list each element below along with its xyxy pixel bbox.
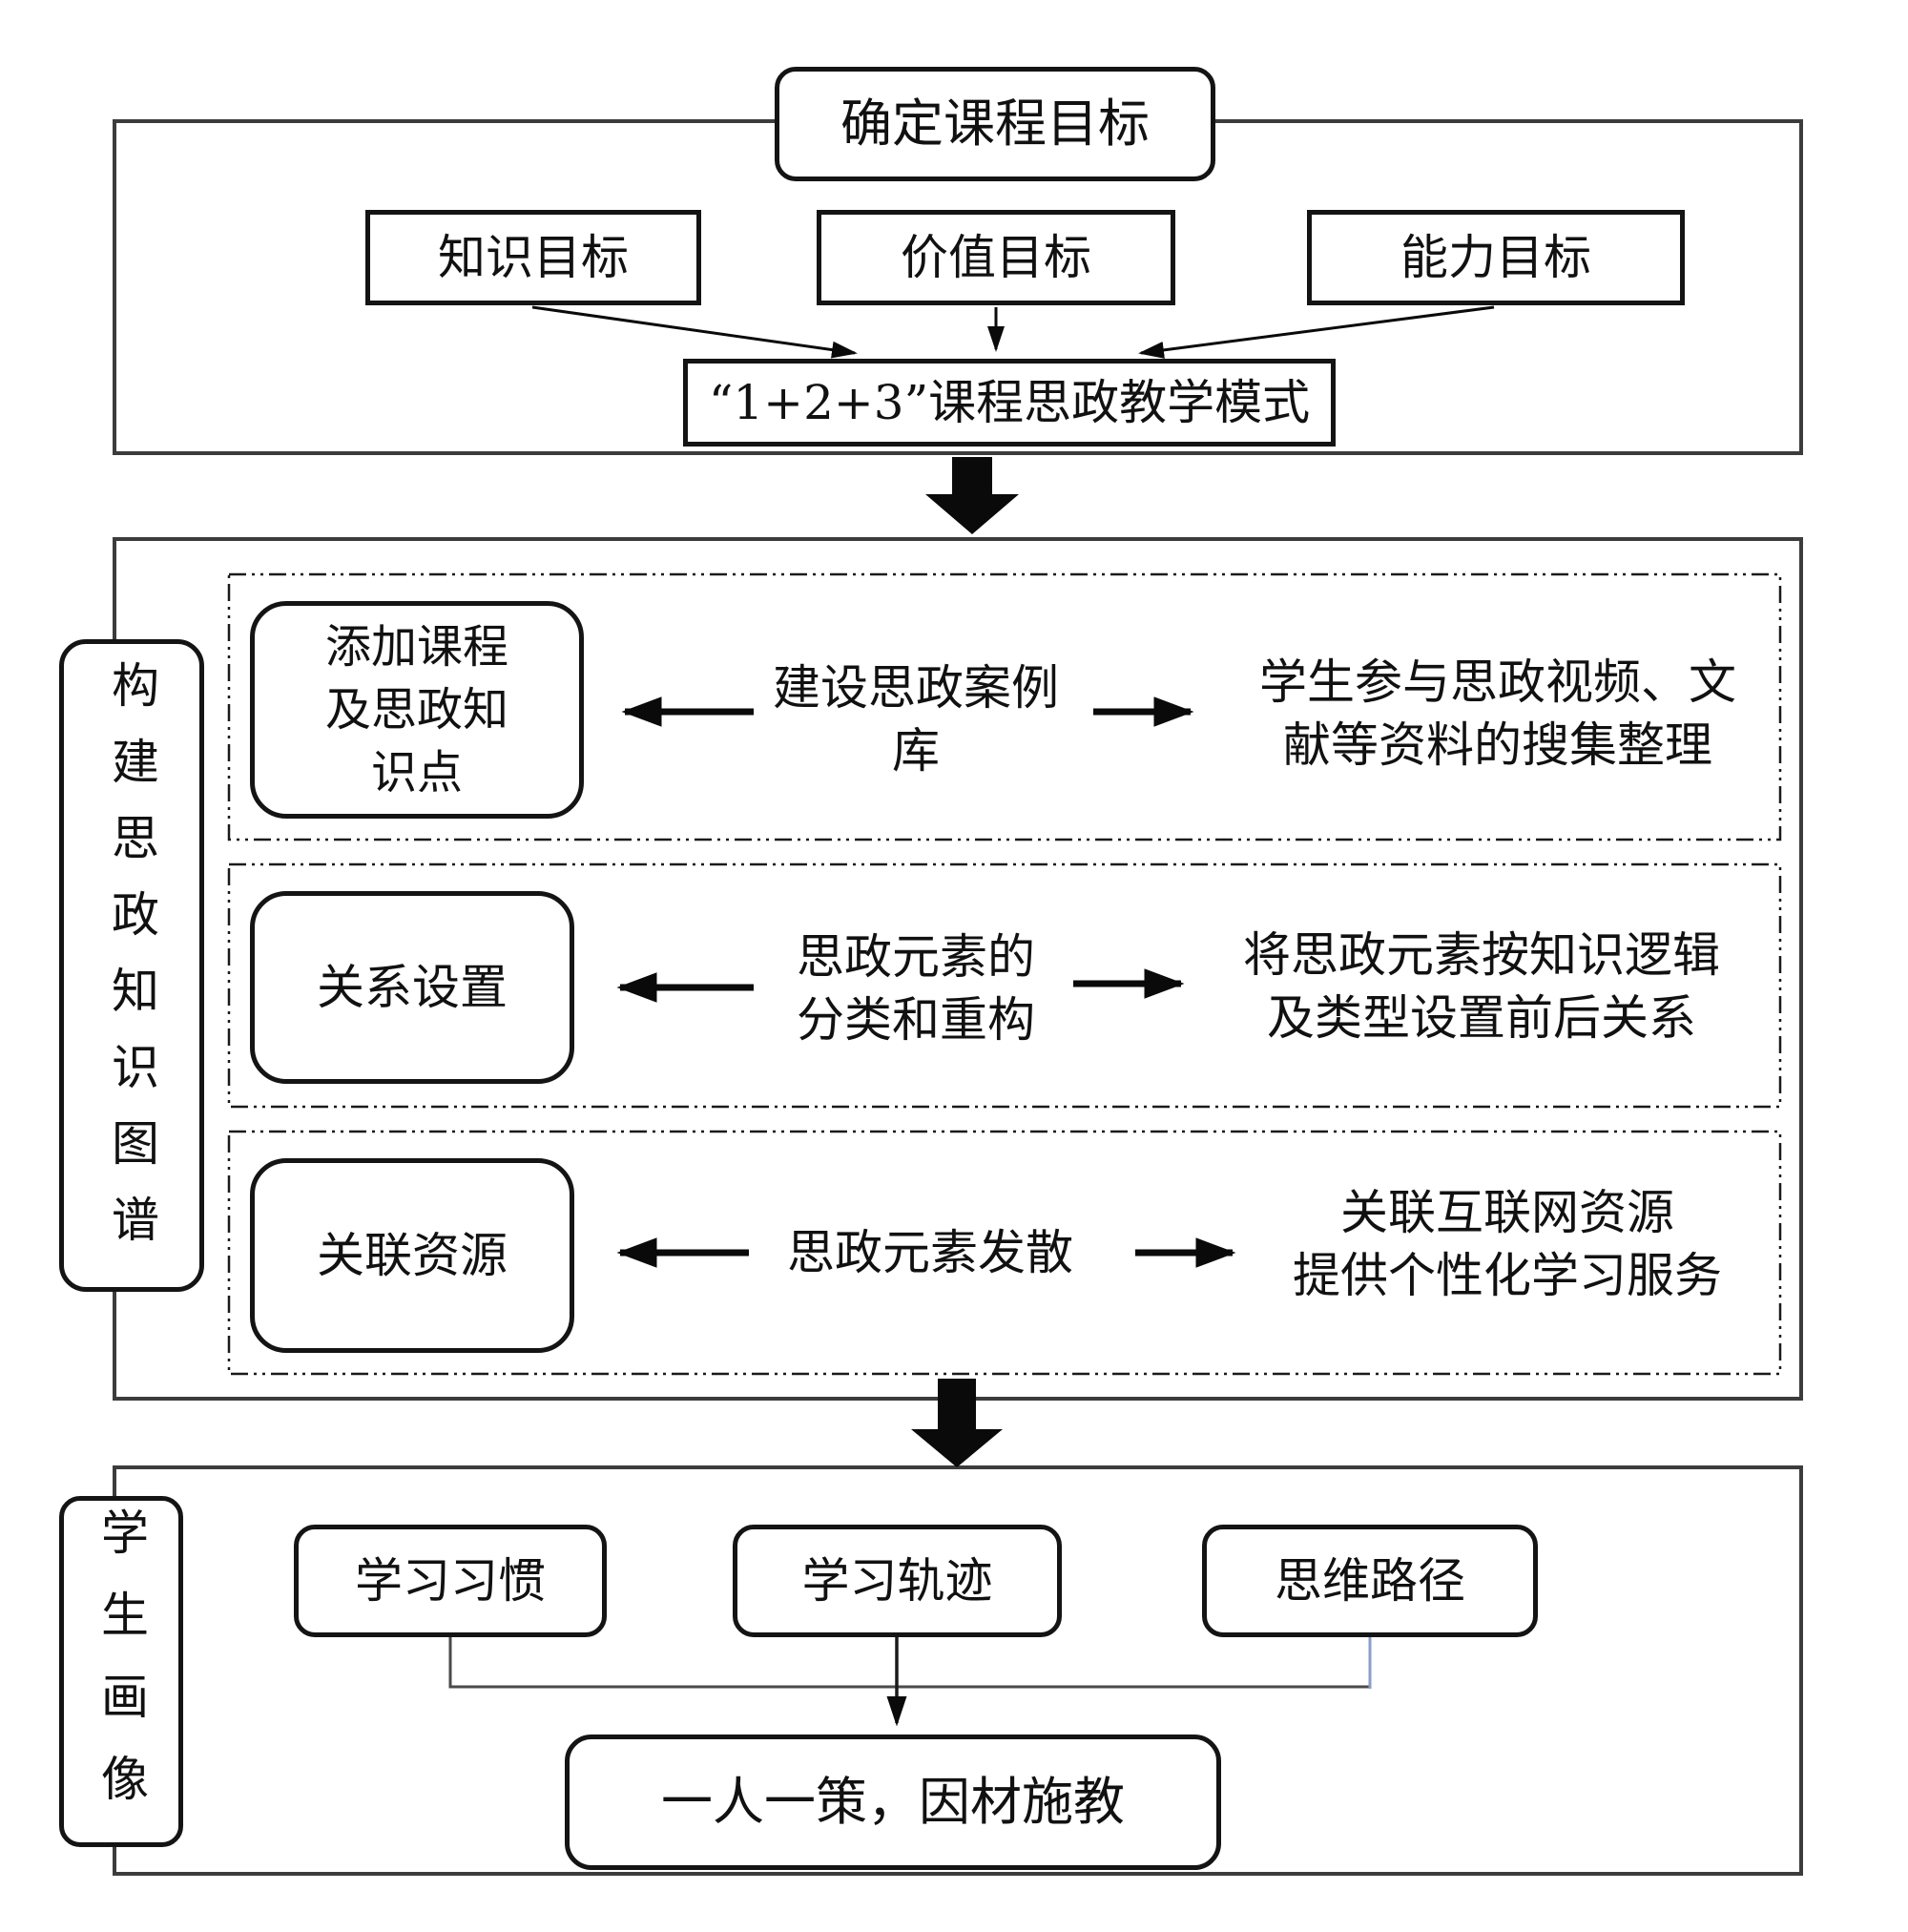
dashed-row1-border — [227, 572, 1782, 841]
knowledge-goal-box: 知识目标 — [365, 210, 701, 305]
add-course-line1: 添加课程 — [324, 620, 508, 674]
element-logic-line1: 将思政元素按知识逻辑 — [1243, 927, 1720, 983]
element-classification-text: 思政元素的 分类和重构 — [739, 925, 1092, 1051]
student-participation-line1: 学生参与思政视频、文 — [1259, 654, 1736, 710]
internet-resources-text: 关联互联网资源 提供个性化学习服务 — [1240, 1181, 1774, 1307]
knowledge-graph-side-label-text: 构建思政知识图谱 — [104, 660, 159, 1271]
study-habit-box: 学习习惯 — [294, 1525, 607, 1637]
linked-resources-label: 关联资源 — [317, 1227, 508, 1283]
element-logic-line2: 及类型设置前后关系 — [1267, 990, 1696, 1046]
value-goal-box: 价值目标 — [817, 210, 1175, 305]
knowledge-graph-side-label: 构建思政知识图谱 — [59, 639, 204, 1292]
down-arrow-top-icon — [925, 457, 1019, 534]
relation-setting-box: 关系设置 — [250, 891, 574, 1084]
case-library-line2: 库 — [892, 723, 940, 779]
relation-setting-label: 关系设置 — [317, 959, 508, 1015]
course-goal-title: 确定课程目标 — [840, 93, 1150, 155]
linked-resources-box: 关联资源 — [250, 1158, 574, 1353]
course-goal-title-box: 确定课程目标 — [775, 67, 1215, 181]
case-library-text: 建设思政案例 库 — [744, 656, 1088, 782]
element-divergence-text: 思政元素发散 — [754, 1221, 1107, 1284]
ability-goal-label: 能力目标 — [1400, 229, 1591, 285]
student-participation-line2: 献等资料的搜集整理 — [1283, 717, 1712, 773]
add-course-line2: 及思政知 — [324, 683, 508, 737]
down-arrow-middle-icon — [911, 1379, 1003, 1467]
dashed-row2-border — [227, 862, 1782, 1109]
case-library-line1: 建设思政案例 — [773, 660, 1059, 716]
internet-resources-line1: 关联互联网资源 — [1340, 1185, 1674, 1240]
thinking-path-box: 思维路径 — [1202, 1525, 1538, 1637]
learning-track-box: 学习轨迹 — [733, 1525, 1062, 1637]
dashed-row3-border — [227, 1130, 1782, 1376]
element-classification-line2: 分类和重构 — [797, 992, 1035, 1048]
student-portrait-side-label: 学生画像 — [59, 1496, 183, 1847]
bottom-connector-line — [448, 1637, 1370, 1689]
element-divergence-line: 思政元素发散 — [787, 1225, 1073, 1280]
element-classification-line1: 思政元素的 — [797, 929, 1035, 985]
ability-goal-arrow-icon — [1138, 305, 1495, 359]
teaching-model-label: “1+2+3”课程思政教学模式 — [708, 374, 1311, 430]
knowledge-goal-label: 知识目标 — [438, 229, 629, 285]
teaching-model-box: “1+2+3”课程思政教学模式 — [683, 359, 1336, 447]
add-course-line3: 识点 — [370, 746, 463, 800]
learning-track-label: 学习轨迹 — [801, 1552, 993, 1609]
add-course-box: 添加课程 及思政知 识点 — [250, 601, 584, 819]
value-goal-label: 价值目标 — [901, 229, 1091, 285]
student-portrait-side-label-text: 学生画像 — [93, 1507, 149, 1836]
thinking-path-label: 思维路径 — [1275, 1552, 1465, 1609]
ability-goal-box: 能力目标 — [1307, 210, 1685, 305]
internet-resources-line2: 提供个性化学习服务 — [1293, 1248, 1722, 1303]
student-participation-text: 学生参与思政视频、文 献等资料的搜集整理 — [1231, 651, 1765, 777]
study-habit-label: 学习习惯 — [355, 1552, 546, 1609]
knowledge-goal-arrow-icon — [531, 305, 858, 359]
element-logic-text: 将思政元素按知识逻辑 及类型设置前后关系 — [1212, 924, 1752, 1049]
personalized-teaching-label: 一人一策，因材施教 — [661, 1772, 1125, 1833]
personalized-teaching-box: 一人一策，因材施教 — [565, 1735, 1221, 1870]
